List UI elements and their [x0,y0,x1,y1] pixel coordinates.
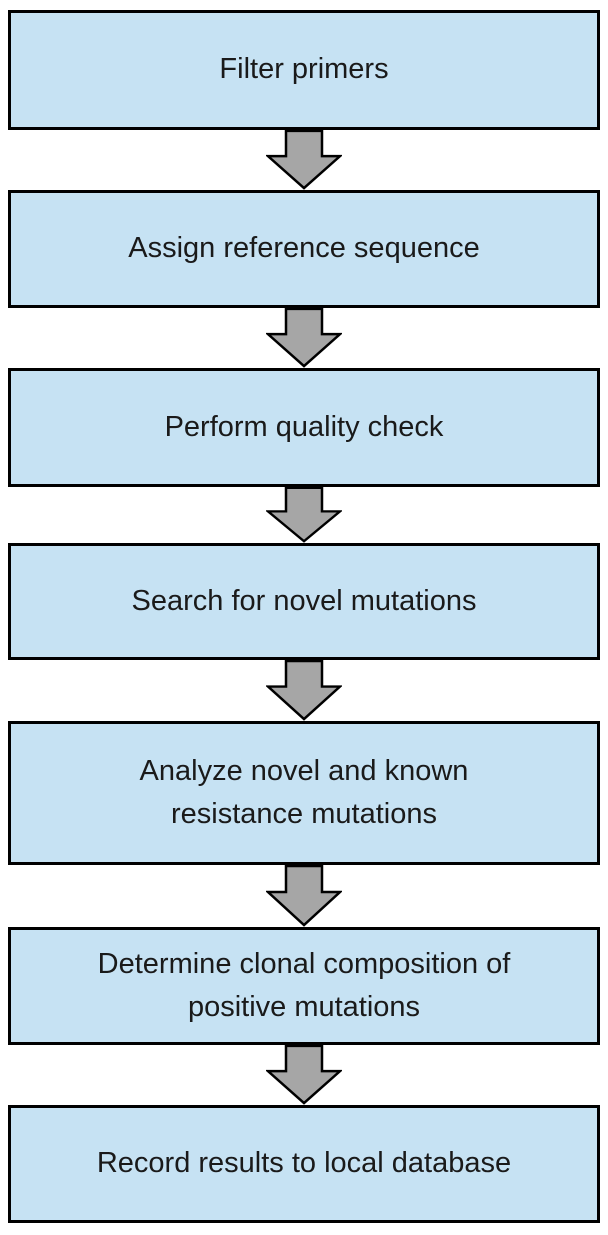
step-assign-reference-sequence: Assign reference sequence [8,190,600,308]
down-arrow-icon [266,660,342,721]
step-perform-quality-check: Perform quality check [8,368,600,487]
step-record-results: Record results to local database [8,1105,600,1223]
down-arrow-icon [266,865,342,927]
connector-5 [8,865,600,927]
step-label: Record results to local database [96,1147,512,1180]
step-label: Filter primers [219,53,389,86]
connector-6 [8,1045,600,1105]
down-arrow-icon [266,1045,342,1105]
step-label: Perform quality check [164,410,444,443]
step-label: Search for novel mutations [131,584,477,617]
connector-1 [8,130,600,190]
step-label: Analyze novel and known resistance mutat… [139,754,469,831]
step-search-novel-mutations: Search for novel mutations [8,543,600,660]
step-analyze-resistance-mutations: Analyze novel and known resistance mutat… [8,721,600,865]
down-arrow-icon [266,130,342,190]
step-label: Determine clonal composition of positive… [97,947,511,1024]
down-arrow-icon [266,308,342,368]
connector-3 [8,487,600,543]
step-label: Assign reference sequence [128,232,480,265]
step-filter-primers: Filter primers [8,10,600,130]
down-arrow-icon [266,487,342,543]
connector-4 [8,660,600,721]
step-determine-clonal-composition: Determine clonal composition of positive… [8,927,600,1045]
connector-2 [8,308,600,368]
